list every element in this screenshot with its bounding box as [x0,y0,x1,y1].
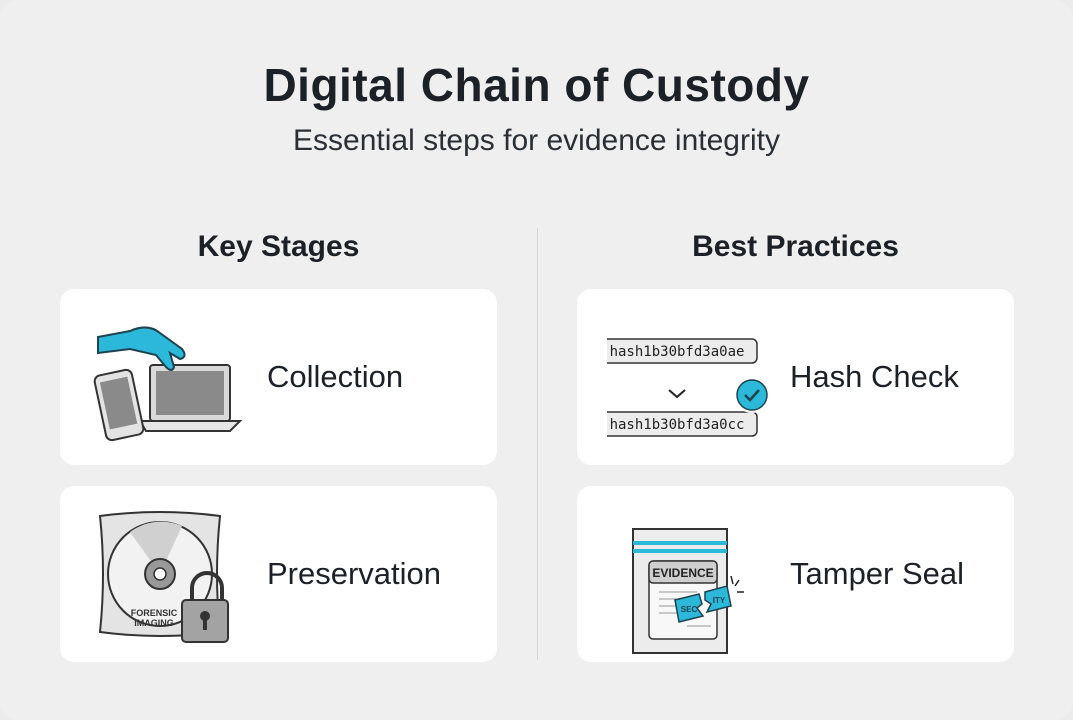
card-hash-check: hash1b30bfd3a0ae hash1b30bfd3a0cc Hash C… [577,289,1014,465]
hash-compare-icon: hash1b30bfd3a0ae hash1b30bfd3a0cc [607,338,770,437]
svg-text:FORENSIC: FORENSIC [131,608,178,618]
card-preservation: FORENSIC IMAGING Preservation [60,486,497,662]
card-label: Preservation [267,556,442,591]
best-practices-heading: Best Practices [692,230,899,263]
column-divider [537,228,538,660]
key-stages-heading: Key Stages [197,230,360,263]
gloved-hand-devices-icon [93,326,243,442]
svg-text:IMAGING: IMAGING [134,618,174,628]
page-title: Digital Chain of Custody [263,59,810,111]
card-label: Tamper Seal [790,556,965,591]
hash-b: hash1b30bfd3a0cc [610,417,745,433]
card-label: Collection [267,359,404,394]
evidence-bag-seal-icon: EVIDENCE SEC ITY [632,528,744,654]
card-collection: Collection [60,289,497,465]
page-subtitle: Essential steps for evidence integrity [293,124,780,157]
check-icon [736,379,768,411]
bag-text: EVIDENCE [652,566,713,580]
hash-a: hash1b30bfd3a0ae [610,344,745,360]
sealed-disc-lock-icon: FORENSIC IMAGING [98,511,229,643]
seal-text-a: SEC [681,605,698,614]
seal-text-b: ITY [713,596,726,605]
card-tamper-seal: EVIDENCE SEC ITY Tamper Seal [577,486,1014,662]
card-label: Hash Check [790,359,959,394]
